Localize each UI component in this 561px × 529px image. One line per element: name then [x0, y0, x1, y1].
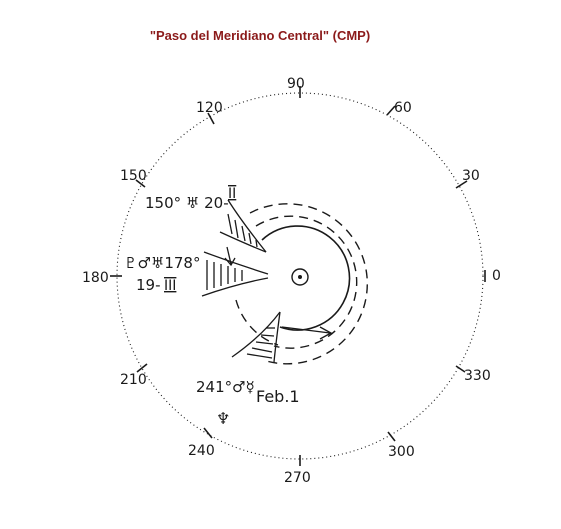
tick-120 [207, 112, 215, 125]
dashed-orbit-2 [249, 203, 368, 365]
label-150: 150 [120, 168, 147, 184]
degree-labels: 0 30 60 90 120 150 180 210 240 270 300 3… [82, 76, 501, 486]
diagram-title: "Paso del Meridiano Central" (CMP) [149, 28, 371, 43]
planet-center [298, 275, 302, 279]
planet-disc [291, 268, 309, 286]
annotation-lower-date: Feb.1 [256, 387, 300, 406]
tick-300 [387, 431, 396, 442]
inner-orbit-arc [261, 225, 351, 331]
tick-30 [455, 180, 468, 189]
arrow-lower-right [281, 326, 333, 340]
label-120: 120 [196, 100, 223, 116]
tick-marks [110, 86, 486, 466]
tick-210 [136, 363, 148, 373]
label-240: 240 [188, 443, 215, 459]
dashed-orbit-1 [255, 215, 358, 349]
label-60: 60 [394, 100, 412, 116]
wedge-upper [219, 199, 267, 253]
tick-60 [386, 105, 396, 116]
wedge-middle [201, 251, 269, 297]
wedge-lower [231, 311, 281, 363]
tick-150 [135, 179, 146, 188]
label-90: 90 [287, 76, 305, 92]
label-0: 0 [492, 268, 501, 284]
label-180: 180 [82, 270, 109, 286]
annotation-lower-deg: 241° [196, 378, 232, 396]
annotation-middle-2: 19- [136, 276, 161, 294]
annotation-middle-roman: III [164, 278, 176, 294]
outer-dotted-circle [116, 92, 484, 460]
label-300: 300 [388, 444, 415, 460]
label-330: 330 [464, 368, 491, 384]
tick-240 [203, 427, 213, 439]
annotation-lower-planets: ♂☿ [232, 378, 255, 396]
annotation-upper-roman: II [228, 186, 236, 202]
dashed-orbit-3 [235, 299, 279, 346]
tick-330 [455, 365, 466, 373]
label-210: 210 [120, 372, 147, 388]
annotations: 150° ♅ 20- II ♇♂♅178° 19- III 241° ♂☿ Fe… [124, 186, 300, 428]
neptune-symbol: ♆ [216, 409, 230, 428]
label-270: 270 [284, 470, 311, 486]
annotation-middle: ♇♂♅178° [124, 254, 200, 272]
annotation-upper: 150° ♅ 20- [145, 194, 229, 212]
label-30: 30 [462, 168, 480, 184]
